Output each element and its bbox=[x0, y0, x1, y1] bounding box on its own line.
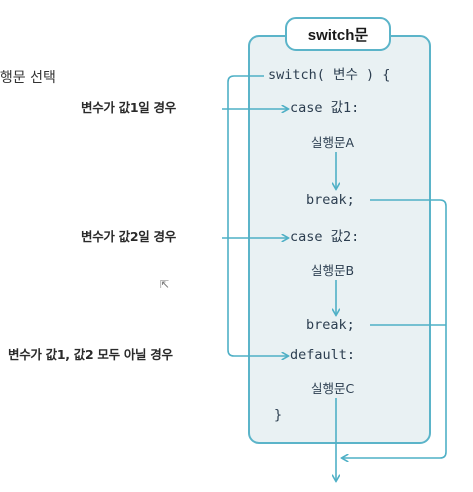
code-stmt-c: 실행문C bbox=[311, 381, 355, 396]
diagram-title: switch문 bbox=[285, 17, 391, 51]
code-switch-line: switch( 변수 ) { bbox=[268, 67, 391, 83]
mouse-cursor-icon: ⇱ bbox=[160, 278, 170, 291]
code-case2: case 값2: bbox=[290, 229, 360, 245]
code-break1: break; bbox=[306, 192, 355, 208]
code-break2: break; bbox=[306, 317, 355, 333]
break1-exit-line bbox=[342, 199, 447, 458]
dispatch-bracket bbox=[227, 75, 264, 357]
code-case1: case 값1: bbox=[290, 100, 360, 116]
code-stmt-b: 실행문B bbox=[311, 263, 355, 278]
code-default: default: bbox=[290, 347, 356, 363]
code-stmt-a: 실행문A bbox=[311, 135, 355, 150]
label-default-condition: 변수가 값1, 값2 모두 아닐 경우 bbox=[8, 347, 173, 362]
label-case1-condition: 변수가 값1일 경우 bbox=[81, 100, 176, 115]
header-fragment: 실행문 선택 bbox=[0, 70, 56, 86]
label-case2-condition: 변수가 값2일 경우 bbox=[81, 229, 176, 244]
code-close-brace: } bbox=[274, 407, 283, 423]
